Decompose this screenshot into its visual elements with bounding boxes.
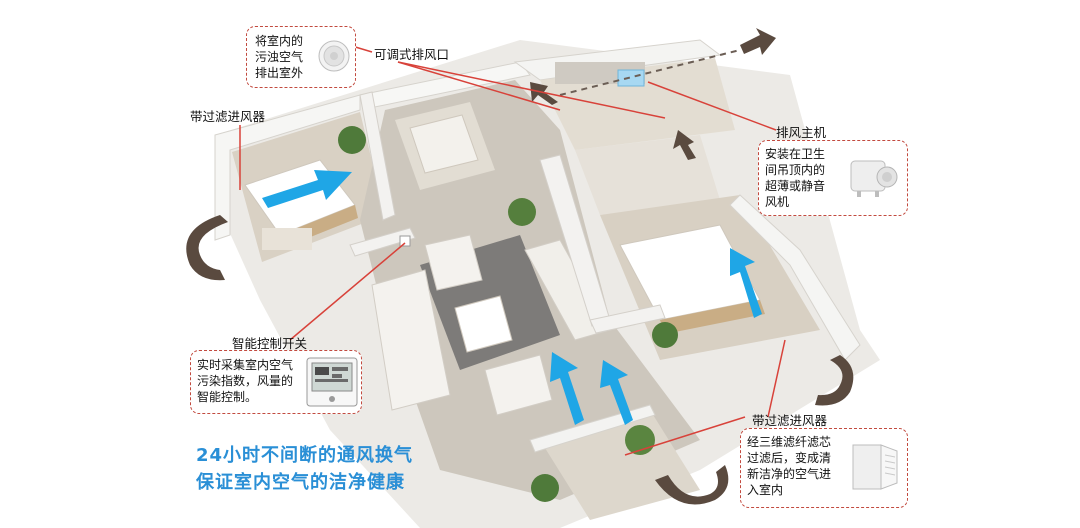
bathroom-floor (575, 135, 720, 215)
fresh-air-arrow-balcony (600, 360, 633, 425)
leader-filter-intake-bottom-2 (767, 339, 786, 418)
callout-smart-switch-line-3: 智能控制。 (197, 390, 258, 404)
sofa-bottom (484, 354, 553, 416)
exhaust-host-box (617, 69, 645, 87)
label-filter-intake-top: 带过滤进风器 (190, 109, 266, 124)
label-exhaust-host: 排风主机 (776, 125, 827, 140)
exhaust-vent-icon (318, 40, 350, 72)
callout-exhaust-host-line-1: 安装在卫生 (765, 147, 826, 161)
callout-filter-intake-line-3: 新洁净的空气进 (747, 467, 832, 481)
callout-smart-switch: 实时采集室内空气 污染指数，风量的 智能控制。 (190, 350, 362, 414)
callout-smart-switch-line-2: 污染指数，风量的 (197, 374, 294, 388)
label-filter-intake-bottom: 带过滤进风器 (752, 413, 828, 428)
leader-filter-intake-bottom (624, 416, 746, 456)
callout-exhaust-host: 安装在卫生 间吊顶内的 超薄或静音 风机 (758, 140, 908, 216)
leader-smart-switch (289, 242, 406, 341)
label-smart-switch: 智能控制开关 (232, 336, 308, 351)
plant-1 (338, 126, 366, 154)
bed-right-base (660, 300, 765, 334)
fan-unit-icon (850, 160, 898, 197)
callout-exhaust-host-line-3: 超薄或静音 (765, 179, 826, 193)
callout-smart-switch-line-1: 实时采集室内空气 (197, 358, 294, 372)
callout-exhaust-outlet: 将室内的 污浊空气 排出室外 (246, 26, 356, 88)
sofa-top (424, 234, 483, 291)
leader-adjustable-exhaust (397, 61, 561, 111)
callout-exhaust-host-line-2: 间吊顶内的 (765, 163, 826, 177)
exhaust-arrow-kitchen (530, 82, 558, 105)
exhaust-arrow-bathroom (673, 130, 696, 160)
control-panel-icon (306, 357, 358, 407)
bedroom-left-rug (262, 228, 312, 250)
callout-exhaust-host-line-4: 风机 (765, 195, 790, 209)
slogan-line-2: 保证室内空气的洁净健康 (196, 472, 405, 493)
smart-switch-device (399, 235, 411, 247)
leader-adjustable-exhaust-2 (397, 61, 666, 119)
exhaust-path-dots (559, 49, 741, 96)
dining-table (409, 114, 479, 174)
plant-3 (652, 322, 678, 348)
exhaust-arrow-top-right (740, 28, 776, 55)
intake-arrow-right-curve (815, 355, 854, 406)
fresh-air-arrow-living (550, 352, 584, 425)
intake-arrow-left-curve (186, 215, 228, 281)
sofa-left (371, 269, 451, 411)
callout-filter-intake: 经三维滤纤滤芯 过滤后，变成清 新洁净的空气进 入室内 (740, 428, 908, 508)
coffee-table (454, 295, 513, 353)
callout-exhaust-outlet-line-1: 将室内的 (255, 34, 304, 48)
intake-filter-icon (852, 444, 898, 490)
callout-exhaust-outlet-line-2: 污浊空气 (255, 50, 304, 64)
inner-wall-2 (349, 227, 416, 257)
callout-filter-intake-line-4: 入室内 (747, 483, 784, 497)
callout-exhaust-outlet-line-3: 排出室外 (255, 66, 304, 80)
fresh-air-arrow-right-bedroom (730, 248, 762, 318)
fresh-air-arrow-left-bedroom (262, 170, 352, 208)
plant-2 (508, 198, 536, 226)
leader-exhaust-host (647, 81, 777, 131)
inner-wall-1 (359, 91, 396, 221)
slogan-line-1: 24小时不间断的通风换气 (196, 445, 414, 466)
callout-filter-intake-line-1: 经三维滤纤滤芯 (747, 435, 832, 449)
callout-filter-intake-line-2: 过滤后，变成清 (747, 451, 832, 465)
plant-5 (531, 474, 559, 502)
intake-arrow-bottom-curve (655, 465, 729, 505)
inner-wall-4 (589, 304, 666, 334)
label-adjustable-exhaust: 可调式排风口 (374, 47, 450, 62)
